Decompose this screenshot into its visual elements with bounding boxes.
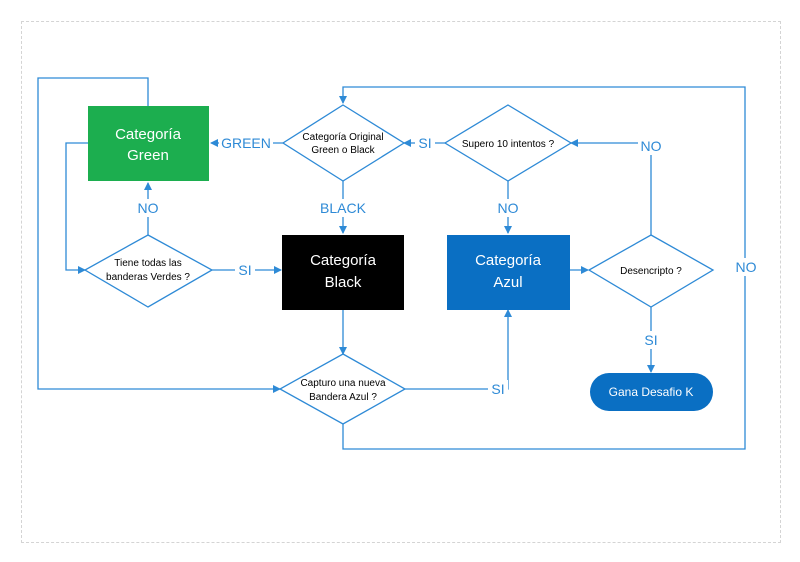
label-si-capturo: SI — [491, 381, 504, 397]
decision-capturo-bandera — [278, 353, 407, 425]
decision-supero-intentos — [443, 104, 573, 182]
box-green-line1: Categoría — [115, 126, 182, 143]
label-green: GREEN — [221, 135, 271, 151]
decision-categoria-original — [281, 104, 406, 182]
terminal-gana-desafio — [590, 373, 713, 411]
decision-supero-line1: Supero 10 intentos ? — [462, 139, 555, 150]
label-si-supero: SI — [418, 135, 431, 151]
connector-capturo-si — [405, 309, 512, 390]
decision-capturo-line2: Bandera Azul ? — [309, 392, 377, 403]
decision-tiene-line2: banderas Verdes ? — [106, 272, 190, 283]
decision-tiene-line1: Tiene todas las — [114, 258, 181, 269]
label-no-supero: NO — [498, 200, 519, 216]
label-black: BLACK — [320, 200, 367, 216]
box-black-line1: Categoría — [310, 252, 377, 269]
connector-green-to-tiene — [65, 142, 88, 274]
decision-desencripto — [587, 234, 715, 308]
decision-capturo-line1: Capturo una nueva — [300, 378, 386, 389]
connector-desencripto-no — [570, 139, 652, 235]
label-si-desencripto: SI — [644, 332, 657, 348]
label-si-tiene: SI — [238, 262, 251, 278]
label-no-capturo: NO — [736, 259, 757, 275]
decision-original-line2: Green o Black — [311, 145, 375, 156]
diagram-frame — [21, 21, 781, 543]
box-azul-line2: Azul — [493, 274, 522, 291]
box-categoria-green — [88, 106, 209, 181]
terminal-label: Gana Desafio K — [609, 385, 694, 399]
decision-desencripto-line1: Desencripto ? — [620, 266, 682, 277]
label-no-desencripto: NO — [641, 138, 662, 154]
decision-original-line1: Categoría Original — [302, 132, 383, 143]
box-categoria-azul — [447, 235, 570, 310]
box-black-line2: Black — [325, 274, 362, 291]
box-azul-line1: Categoría — [475, 252, 542, 269]
decision-tiene-banderas — [83, 234, 214, 308]
label-no-tiene: NO — [138, 200, 159, 216]
box-green-line2: Green — [127, 147, 169, 164]
box-categoria-black — [282, 235, 404, 310]
loop-green-to-capturo — [37, 77, 281, 393]
